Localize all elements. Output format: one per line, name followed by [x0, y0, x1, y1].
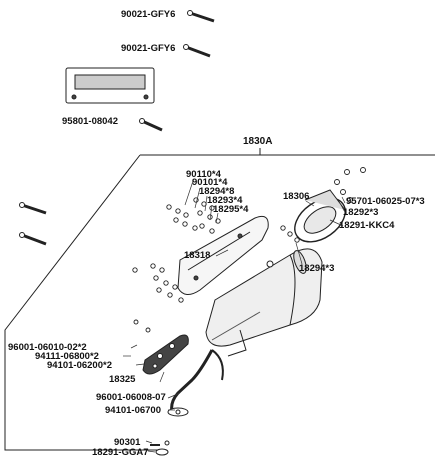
- part-label-18318: 18318: [184, 250, 211, 261]
- bolt-icon-top-1: [187, 10, 215, 23]
- part-label-assembly: 1830A: [243, 136, 273, 147]
- part-label-18291-kkc: 18291-KKC4: [339, 220, 395, 231]
- part-label-18295: 18295*4: [213, 204, 249, 215]
- assembly-frame-left: [4, 154, 162, 451]
- part-label-bolt-top-1: 90021-GFY6: [121, 9, 176, 20]
- part-label-94111: 94111-06800*2: [35, 351, 99, 362]
- part-label-18292: 18292*3: [343, 207, 379, 218]
- part-label-95701: 95701-06025-07*3: [346, 196, 425, 207]
- heat-shield-icon: [177, 215, 269, 295]
- part-label-90101: 90101*4: [192, 177, 228, 188]
- part-label-plate: 95801-08042: [62, 116, 118, 127]
- name-plate-icon: [65, 67, 155, 104]
- part-label-96001-06008: 96001-06008-07: [96, 392, 166, 403]
- part-label-18325: 18325: [109, 374, 136, 385]
- part-label-18294-3: 18294*3: [299, 263, 335, 274]
- gasket-icon: [150, 440, 170, 456]
- part-label-18293: 18293*4: [207, 195, 243, 206]
- part-label-96001-06010: 96001-06010-02*2: [8, 342, 87, 353]
- part-label-90110: 90110*4: [186, 169, 221, 180]
- end-cap-icon: [294, 189, 346, 243]
- part-label-94101-06200: 94101-06200*2: [47, 360, 112, 371]
- muffler-body-icon: [205, 248, 323, 357]
- part-label-18291-gga: 18291-GGA7: [92, 447, 149, 458]
- bracket-icon: [142, 334, 189, 375]
- bolt-icon-plate: [139, 118, 163, 132]
- part-label-90301: 90301: [114, 437, 141, 448]
- part-label-bolt-top-2: 90021-GFY6: [121, 43, 176, 54]
- bolt-icon-left-1: [19, 202, 47, 215]
- bolt-icon-top-2: [183, 44, 211, 58]
- part-label-18306: 18306: [283, 191, 310, 202]
- washer-stack-icons: [132, 167, 366, 333]
- part-label-94101-06700: 94101-06700: [105, 405, 161, 416]
- bolt-icon-left-2: [19, 232, 47, 246]
- exhaust-pipe-icon: [167, 349, 224, 417]
- part-label-18294-8: 18294*8: [199, 186, 235, 197]
